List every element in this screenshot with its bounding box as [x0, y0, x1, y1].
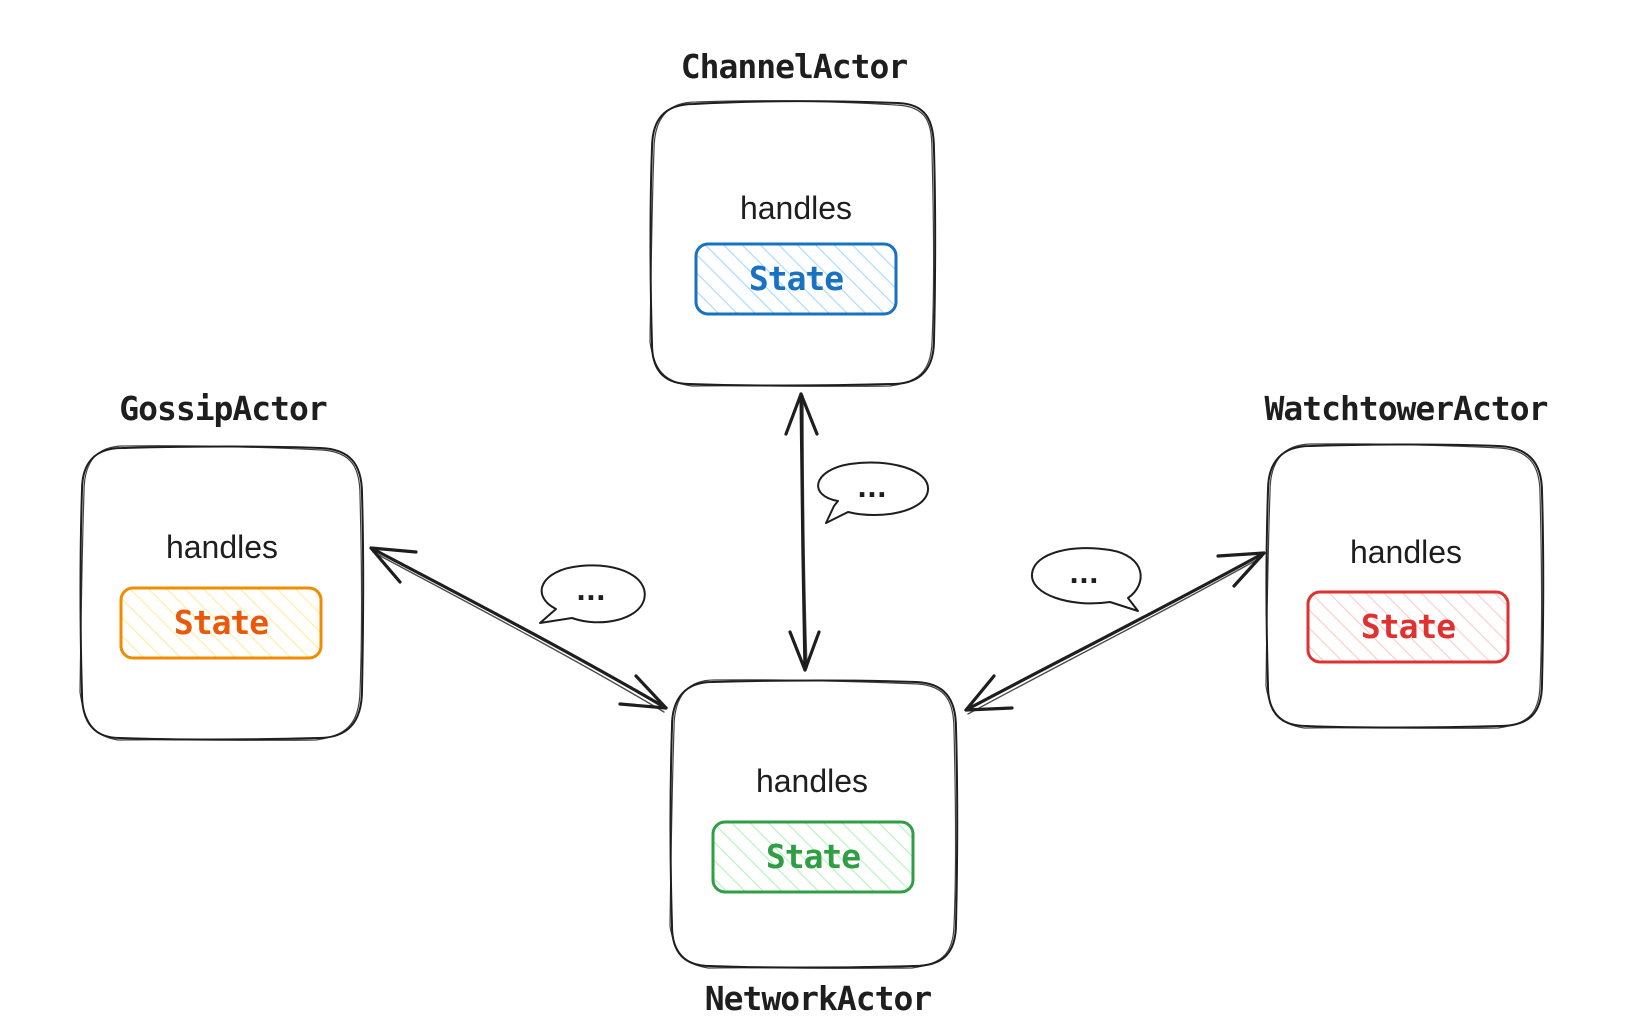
- message-dots: ...: [857, 474, 887, 504]
- watchtower-actor-handles: handles: [1350, 534, 1462, 570]
- gossip-actor: GossipActor handles State: [79, 389, 365, 741]
- watchtower-actor: WatchtowerActor handles State: [1264, 389, 1549, 729]
- watchtower-actor-box: [1265, 443, 1545, 729]
- watchtower-state-label: State: [1361, 607, 1455, 646]
- channel-state-box: [694, 242, 898, 316]
- channel-actor-title: ChannelActor: [681, 47, 908, 86]
- gossip-actor-box: [79, 445, 365, 741]
- gossip-state-label: State: [174, 603, 268, 642]
- message-bubble-gossip-network: ...: [539, 564, 646, 624]
- message-dots: ...: [1069, 560, 1099, 590]
- message-bubble-channel-network: ...: [817, 461, 930, 524]
- watchtower-state-box: [1306, 590, 1510, 664]
- channel-actor-handles: handles: [740, 190, 852, 226]
- network-actor: handles State NetworkActor: [669, 679, 959, 1018]
- network-actor-box: [669, 679, 959, 969]
- network-state-label: State: [766, 837, 860, 876]
- arrow-gossip-network: [369, 546, 668, 713]
- channel-actor-box: [649, 100, 937, 387]
- message-bubble-watchtower-network: ...: [1030, 547, 1142, 612]
- network-actor-title: NetworkActor: [705, 979, 932, 1018]
- arrow-channel-network: [784, 392, 821, 672]
- arrow-watchtower-network: [964, 551, 1266, 715]
- network-actor-handles: handles: [756, 763, 868, 799]
- gossip-actor-handles: handles: [166, 529, 278, 565]
- channel-state-label: State: [749, 259, 843, 298]
- gossip-state-box: [119, 586, 323, 660]
- network-state-box: [711, 820, 915, 894]
- gossip-actor-title: GossipActor: [119, 389, 327, 428]
- watchtower-actor-title: WatchtowerActor: [1264, 389, 1547, 428]
- channel-actor: ChannelActor handles State: [649, 47, 937, 387]
- message-dots: ...: [576, 577, 606, 607]
